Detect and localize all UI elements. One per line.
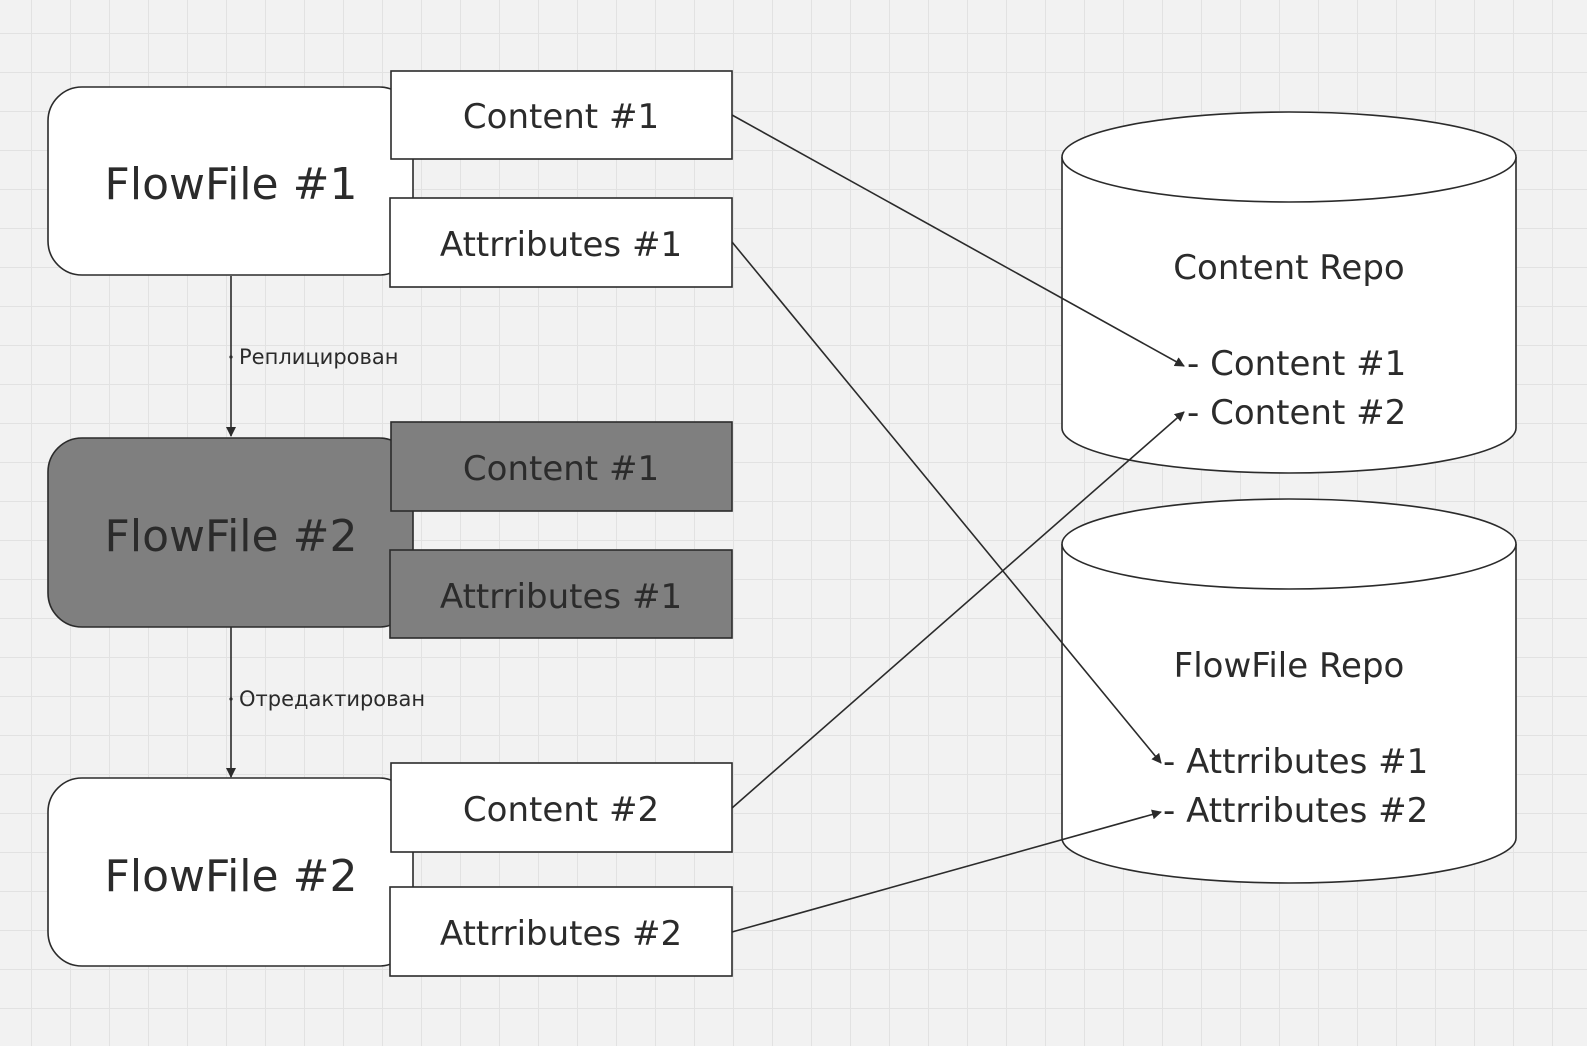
flowfile-1-title: FlowFile #1 [105,159,358,210]
flowfile-2-edited-title: FlowFile #2 [105,851,358,902]
flowfile-repo-title: FlowFile Repo [1174,646,1405,686]
content-repo-title: Content Repo [1173,248,1404,288]
connector-attributes-2 [731,809,1162,933]
content-repo-item-2: - Content #2 [1187,393,1406,433]
connector-attributes-1 [731,241,1162,764]
flowfile-2-edited-node[interactable] [47,777,414,967]
flowfile-1-attributes-box[interactable] [389,197,733,288]
flowfile-1-content-label: Content #1 [463,97,659,137]
flowfile-2-copy-attributes-box[interactable] [389,549,733,639]
flowfile-1-node[interactable] [47,86,414,276]
flowfile-repo-cylinder[interactable]: FlowFile Repo - Attrributes #1 - Attrrib… [1061,498,1517,884]
connector-content-2 [731,411,1185,809]
content-repo-item-1: - Content #1 [1187,344,1406,384]
content-repo-cylinder[interactable]: Content Repo - Content #1 - Content #2 [1061,111,1517,474]
flowfile-2-copy-content-box[interactable] [390,421,733,512]
flowfile-2-copy-node[interactable] [47,437,414,628]
flowfile-1-content-box[interactable] [390,70,733,160]
flowfile-2-edited-content-label: Content #2 [463,790,659,830]
flowfile-2-edited-content-box[interactable] [390,762,733,853]
edge-label-replicated: Реплицирован [239,345,398,369]
flowfile-2-edited-group[interactable]: FlowFile #2 Content #2 Attrributes #2 [47,762,733,977]
flowfile-repo-item-2: - Attrributes #2 [1163,791,1428,831]
flowfile-2-edited-attributes-label: Attrributes #2 [440,914,682,954]
flowfile-2-copy-attributes-label: Attrributes #1 [440,577,682,617]
flowfile-2-edited-attributes-box[interactable] [389,886,733,977]
flowfile-repo-item-1: - Attrributes #1 [1163,742,1428,782]
flowfile-2-copy-title: FlowFile #2 [105,511,358,562]
edge-label-edited: Отредактирован [239,687,425,711]
flowfile-1-attributes-label: Attrributes #1 [440,225,682,265]
flowfile-2-copy-group[interactable]: FlowFile #2 Content #1 Attrributes #1 [47,421,733,639]
connector-content-1 [731,114,1185,367]
flowfile-2-copy-content-label: Content #1 [463,449,659,489]
flowfile-1-group[interactable]: FlowFile #1 Content #1 Attrributes #1 [47,70,733,288]
